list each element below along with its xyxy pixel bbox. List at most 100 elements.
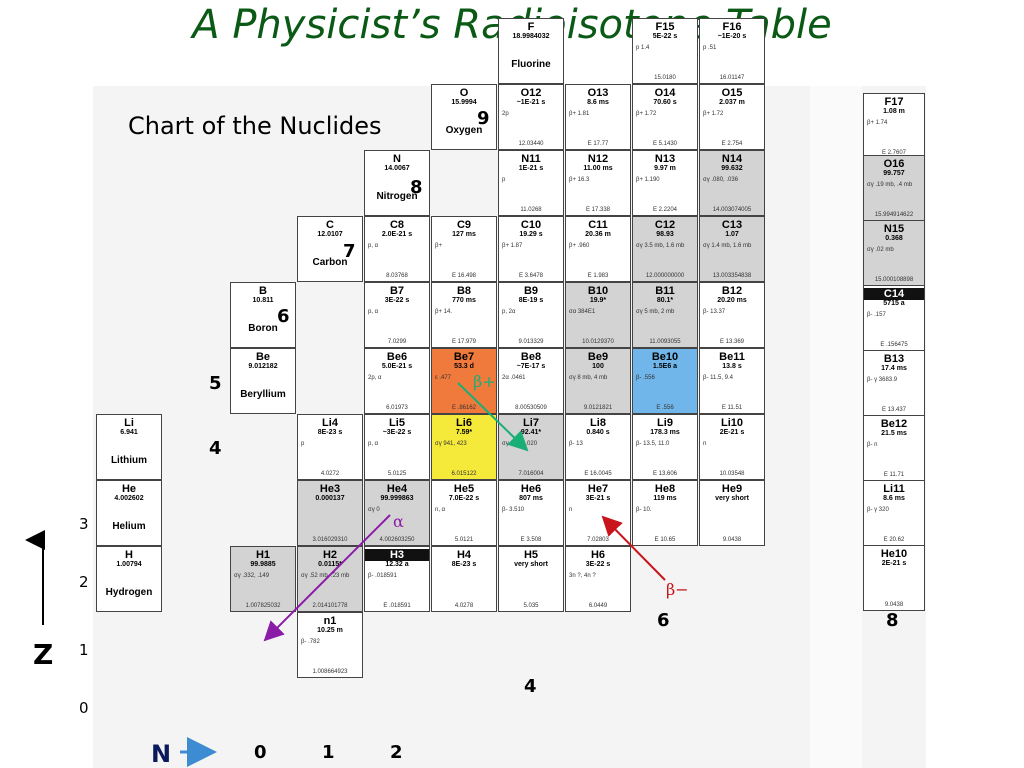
nuclide-mass: 12.000000000 <box>645 273 685 279</box>
nuclide-name: N13 <box>654 153 676 165</box>
nuclide-decay: σγ 941, 423 <box>435 441 467 447</box>
nuclide-decay: p, α <box>368 441 379 447</box>
n-col-1: 1 <box>322 742 335 763</box>
nuclide-name: H1 <box>255 549 271 561</box>
nuclide-half-life: 8.6 ms <box>587 99 609 106</box>
nuclide-decay: β+ 1.72 <box>703 111 724 117</box>
nuclide-name: Be6 <box>386 351 408 363</box>
nuclide-mass: 4.0272 <box>320 471 340 477</box>
nuclide-half-life: ~1E-21 s <box>516 99 546 106</box>
nuclide-name: C12 <box>654 219 676 231</box>
nuclide-decay: β- .018591 <box>368 573 397 579</box>
nuclide-half-life: 92.41* <box>520 429 542 436</box>
element-symbol: O <box>459 87 469 99</box>
nuclide-mass: E 13.437 <box>881 407 907 413</box>
nuclide-half-life: 100 <box>592 363 604 370</box>
nuclide-decay: β- 13.37 <box>703 309 726 315</box>
nuclide-mass: E 2.754 <box>721 141 743 147</box>
nuclide-name: N15 <box>883 223 905 235</box>
n-axis-label: N <box>151 740 172 768</box>
nuclide-decay: β+ 16.3 <box>569 177 590 183</box>
nuclide-name: B9 <box>523 285 539 297</box>
nuclide-decay: β+ 1.87 <box>502 243 523 249</box>
element-mass: 6.941 <box>120 429 138 436</box>
element-name: Hydrogen <box>105 587 153 598</box>
nuclide-mass: E 17.338 <box>585 207 611 213</box>
chart-label: Chart of the Nuclides <box>128 112 382 140</box>
element-name: Boron <box>248 323 278 334</box>
z-row-2: 2 <box>79 573 89 591</box>
nuclide-name: Be9 <box>587 351 609 363</box>
nuclide-decay: n <box>703 441 707 447</box>
nuclide-mass: 5.035 <box>523 603 539 609</box>
nuclide-decay: β- γ 3683.9 <box>867 377 898 383</box>
z-number-5: 5 <box>209 373 222 394</box>
nuclide-half-life: 21.5 ms <box>881 430 907 437</box>
nuclide-name: He5 <box>453 483 475 495</box>
nuclide-name: Li9 <box>657 417 673 429</box>
nuclide-mass: 9.0438 <box>884 602 904 608</box>
nuclide-half-life: 70.60 s <box>653 99 677 106</box>
element-mass: 9.012182 <box>248 363 278 370</box>
nuclide-decay: β- γ 320 <box>867 507 889 513</box>
nuclide-mass: 9.013329 <box>518 339 544 345</box>
nuclide-half-life: 2E-21 s <box>881 560 907 567</box>
n-col-0: 0 <box>254 742 267 763</box>
nuclide-name: F16 <box>722 21 742 33</box>
nuclide-name: F15 <box>655 21 675 33</box>
nuclide-half-life: 8E-19 s <box>518 297 544 304</box>
nuclide-decay: β- n <box>867 442 878 448</box>
nuclide-name: C9 <box>456 219 472 231</box>
nuclide-name: Li8 <box>590 417 606 429</box>
nuclide-decay: 2α .0461 <box>502 375 526 381</box>
element-symbol: C <box>326 219 334 231</box>
element-name: Fluorine <box>511 59 551 70</box>
nuclide-name: C14 <box>864 288 924 300</box>
nuclide-half-life: 0.840 s <box>586 429 610 436</box>
nuclide-mass: 15.994914622 <box>874 212 914 218</box>
nuclide-decay: p, α <box>368 309 379 315</box>
element-mass: 18.9984032 <box>512 33 550 40</box>
nuclide-decay: ε .477 <box>435 375 452 381</box>
nuclide-decay: p .51 <box>703 45 717 51</box>
nuclide-name: C10 <box>520 219 542 231</box>
nuclide-mass: 4.0278 <box>454 603 474 609</box>
nuclide-name: Li6 <box>456 417 472 429</box>
nuclide-half-life: 7.59* <box>455 429 473 436</box>
nuclide-decay: σγ .080, .036 <box>703 177 739 183</box>
nuclide-name: He4 <box>386 483 408 495</box>
nuclide-half-life: ~7E-17 s <box>516 363 546 370</box>
nuclide-mass: 11.0093055 <box>649 339 681 345</box>
nuclide-half-life: 7.0E-22 s <box>448 495 480 502</box>
nuclide-half-life: 8E-23 s <box>451 561 477 568</box>
nuclide-half-life: 1E-21 s <box>518 165 544 172</box>
nuclide-half-life: 19.29 s <box>519 231 543 238</box>
nuclide-half-life: ~3E-22 s <box>382 429 412 436</box>
nuclide-name: H6 <box>590 549 606 561</box>
nuclide-half-life: 127 ms <box>452 231 476 238</box>
nuclide-mass: 6.015122 <box>451 471 477 477</box>
nuclide-name: H2 <box>322 549 338 561</box>
nuclide-half-life: 10.25 m <box>317 627 343 634</box>
nuclide-half-life: 5.0E-21 s <box>381 363 413 370</box>
nuclide-mass: 10.03548 <box>719 471 745 477</box>
element-symbol: N <box>393 153 401 165</box>
